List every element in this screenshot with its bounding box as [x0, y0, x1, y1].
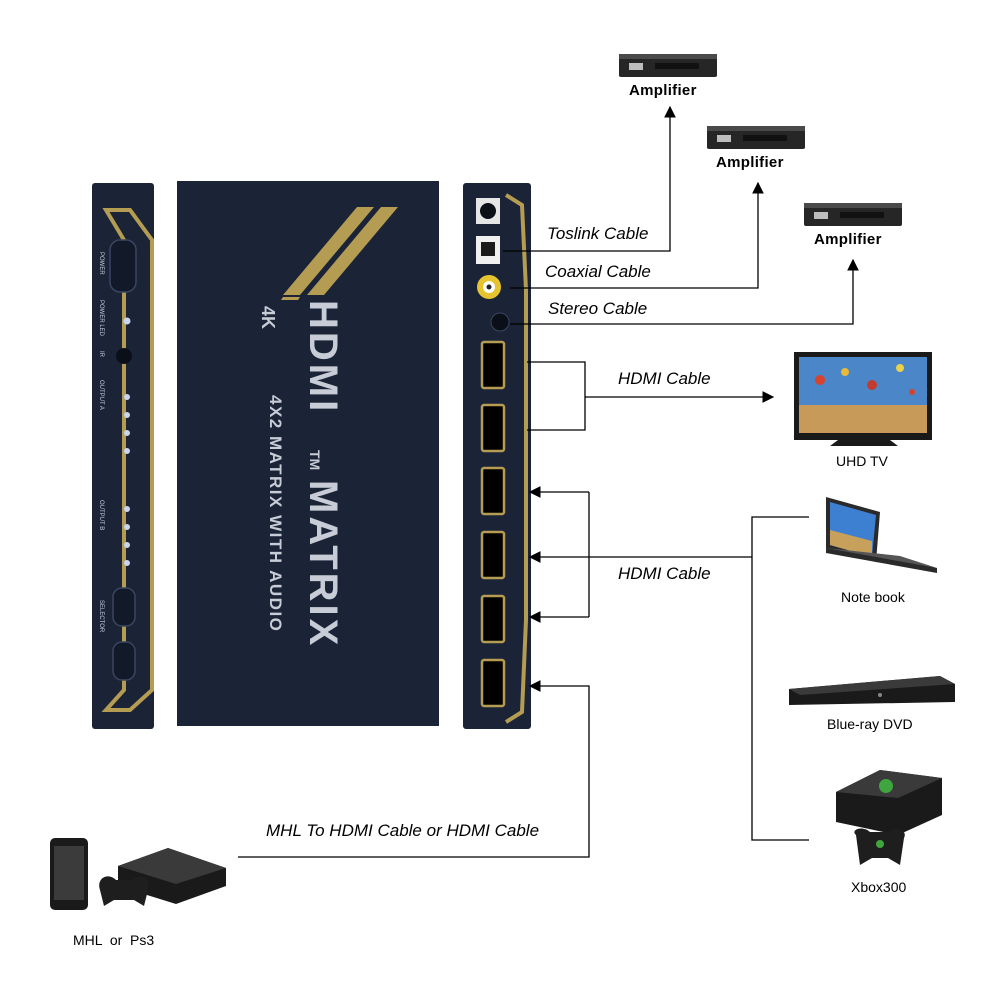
- stereo-line: [510, 258, 859, 325]
- xbox-label: Xbox300: [851, 879, 907, 895]
- uhd-tv-label: UHD TV: [836, 453, 888, 469]
- hdmi-port-in-3[interactable]: [480, 594, 506, 644]
- amplifier-2-icon: [707, 126, 805, 149]
- device-front-panel: POWER POWER LED IR OUTPUT A OUTPUT B SEL…: [92, 183, 154, 729]
- ps3-console-icon: [99, 848, 226, 906]
- coaxial-cable-label: Coaxial Cable: [545, 262, 651, 281]
- uhd-tv-icon: [794, 352, 932, 446]
- amplifier-1-label: Amplifier: [629, 82, 697, 99]
- hdmi-out-bracket: [527, 361, 586, 431]
- output-b-select-button[interactable]: [112, 641, 136, 681]
- hdmi-out-cable-label: HDMI Cable: [618, 369, 711, 388]
- power-button[interactable]: [109, 239, 137, 293]
- device-subtitle: 4X2 MATRIX WITH AUDIO: [266, 395, 285, 632]
- hdmi-port-out-a[interactable]: [480, 340, 506, 390]
- stereo-port[interactable]: [490, 312, 510, 332]
- output-a-leds: [124, 394, 130, 454]
- phone-icon: [50, 838, 88, 910]
- ir-label: IR: [98, 351, 104, 358]
- output-a-label: OUTPUT A: [98, 380, 104, 410]
- bluray-label: Blue-ray DVD: [827, 716, 913, 732]
- bluray-player-icon: [789, 676, 955, 705]
- mhl-cable-label: MHL To HDMI Cable or HDMI Cable: [266, 821, 540, 840]
- amplifier-1-icon: [619, 54, 717, 77]
- device-product: MATRIX: [301, 480, 345, 648]
- power-led-label: POWER LED: [98, 300, 104, 337]
- mhl-ps3-label: MHL or Ps3: [73, 932, 155, 948]
- connection-lines: [238, 105, 859, 858]
- stereo-cable-label: Stereo Cable: [548, 299, 648, 318]
- hdmi-ports: [480, 340, 506, 708]
- hdmi-port-out-b[interactable]: [480, 403, 506, 453]
- amplifier-2-label: Amplifier: [716, 154, 784, 171]
- mhl-line: [238, 680, 590, 858]
- hdmi-in-trunk: [751, 516, 809, 841]
- hdmi-port-in-1[interactable]: [480, 466, 506, 516]
- output-b-label: OUTPUT B: [98, 500, 104, 530]
- amplifier-3-icon: [804, 203, 902, 226]
- power-label: POWER: [98, 252, 104, 275]
- power-led-icon: [123, 317, 131, 325]
- hdmi-in-cable-label: HDMI Cable: [618, 564, 711, 583]
- device-brand: HDMI: [301, 300, 345, 414]
- output-a-select-button[interactable]: [112, 587, 136, 627]
- device-tm: TM: [307, 450, 323, 470]
- selector-label: SELECTOR: [98, 600, 104, 633]
- amplifier-3-label: Amplifier: [814, 231, 882, 248]
- output-b-leds: [124, 506, 130, 566]
- hdmi-port-in-2[interactable]: [480, 530, 506, 580]
- device-top-panel: HDMI TM MATRIX 4K 4X2 MATRIX WITH AUDIO: [177, 181, 439, 726]
- coaxial-line: [510, 181, 764, 289]
- notebook-label: Note book: [841, 589, 905, 605]
- device-rear-panel: [463, 183, 531, 729]
- device-badge: 4K: [258, 306, 278, 329]
- hdmi-port-in-4[interactable]: [480, 658, 506, 708]
- xbox-console-icon: [836, 770, 942, 865]
- ir-sensor-icon: [116, 348, 132, 364]
- toslink-cable-label: Toslink Cable: [547, 224, 649, 243]
- toslink-line: [503, 105, 676, 252]
- notebook-icon: [826, 497, 937, 573]
